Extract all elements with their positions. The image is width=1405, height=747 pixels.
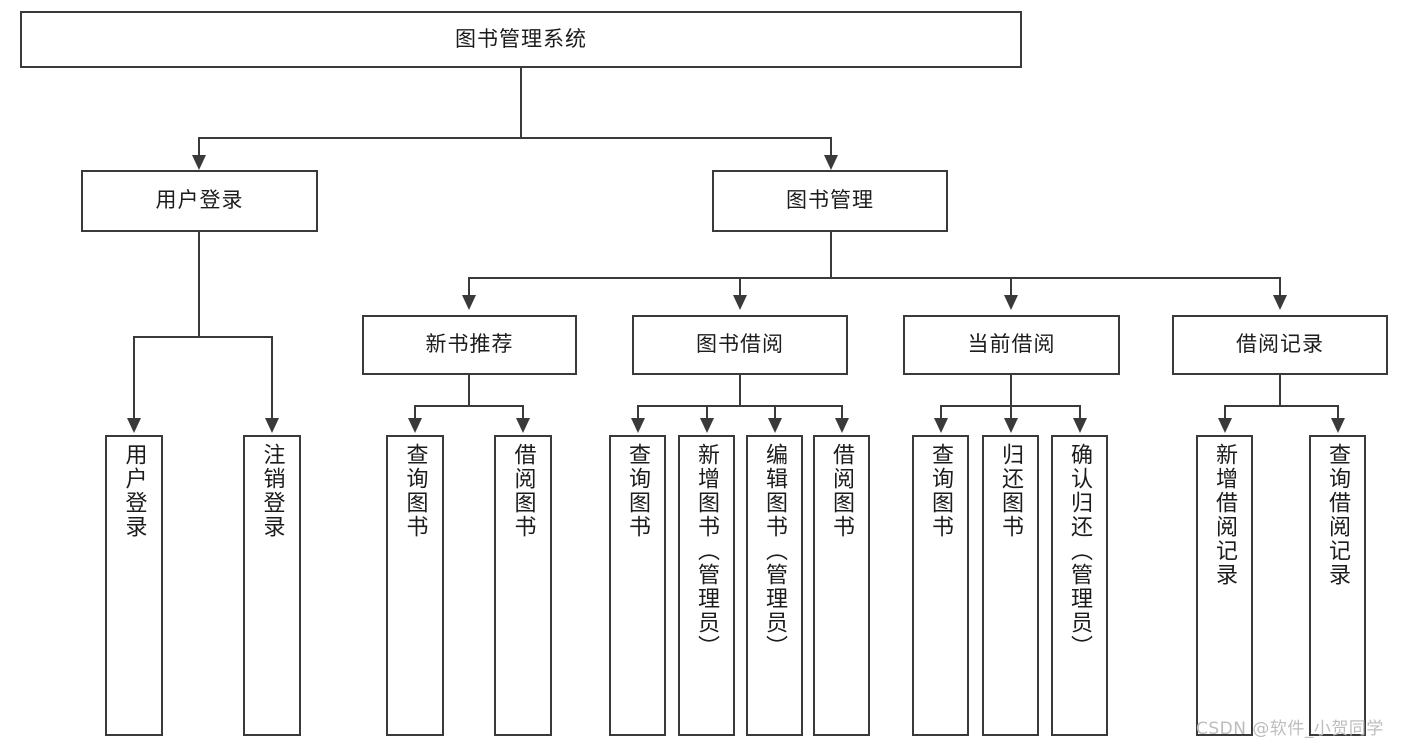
edge-bb-to-leaf-1 [637,405,639,419]
leaf-label: 借阅图书 [510,443,536,539]
leaf-label: 用户登录 [121,443,147,539]
edge-current-borrow-stem [1010,375,1012,407]
edge-book-management-bus [468,277,1280,279]
edge-root-to-user-login [198,137,200,157]
arrow-to-book-borrow [733,295,747,310]
edge-borrow-record-stem [1279,375,1281,407]
edge-user-login-bus [133,336,272,338]
leaf-query-borrow-record[interactable]: 查询借阅记录 [1309,435,1366,736]
node-label: 新书推荐 [425,332,514,357]
leaf-add-book-admin[interactable]: 新增图书（管理员） [678,435,735,736]
edge-book-borrow-stem [739,375,741,407]
leaf-label: 借阅图书 [829,443,855,539]
edge-root-bus [198,137,832,139]
node-label: 图书管理 [786,188,874,213]
arrow-to-current-borrow [1004,295,1018,310]
arrow-bb-leaf-1 [631,418,645,433]
edge-book-management-stem [830,232,832,278]
node-label: 图书管理系统 [455,26,587,51]
leaf-label: 查询图书 [402,443,428,539]
node-current-borrow[interactable]: 当前借阅 [903,315,1120,375]
edge-borrow-record-bus [1224,405,1339,407]
edge-user-login-to-leaf-2 [271,336,273,419]
edge-user-login-stem [198,232,200,337]
edge-cb-to-leaf-1 [940,405,942,419]
edge-cb-to-leaf-3 [1079,405,1081,419]
node-book-borrow[interactable]: 图书借阅 [632,315,848,375]
node-root-book-management-system[interactable]: 图书管理系统 [20,11,1022,68]
edge-book-borrow-bus [637,405,843,407]
arrow-cb-leaf-2 [1004,418,1018,433]
leaf-label: 查询图书 [928,443,954,539]
leaf-label: 新增图书（管理员） [694,443,720,659]
node-new-book-recommend[interactable]: 新书推荐 [362,315,577,375]
leaf-user-login[interactable]: 用户登录 [105,435,163,736]
arrow-cb-leaf-1 [934,418,948,433]
node-user-login[interactable]: 用户登录 [81,170,318,232]
node-label: 图书借阅 [696,332,784,357]
arrow-br-leaf-2 [1331,418,1345,433]
arrow-nbr-leaf-1 [408,418,422,433]
arrow-cb-leaf-3 [1073,418,1087,433]
edge-nbr-to-leaf-2 [522,405,524,419]
leaf-edit-book-admin[interactable]: 编辑图书（管理员） [746,435,803,736]
edge-root-to-book-management [830,137,832,157]
leaf-confirm-return-admin[interactable]: 确认归还（管理员） [1051,435,1108,736]
arrow-to-borrow-record [1273,295,1287,310]
leaf-query-book-recommend[interactable]: 查询图书 [386,435,444,736]
edge-cb-to-leaf-2 [1010,405,1012,419]
leaf-label: 归还图书 [998,443,1024,539]
edge-bb-to-leaf-2 [706,405,708,419]
edge-to-borrow-record [1279,277,1281,297]
arrow-nbr-leaf-2 [516,418,530,433]
node-label: 借阅记录 [1236,332,1324,357]
edge-to-new-book-recommend [468,277,470,297]
leaf-label: 查询图书 [625,443,651,539]
edge-new-book-recommend-bus [414,405,524,407]
leaf-label: 确认归还（管理员） [1067,443,1093,659]
leaf-label: 注销登录 [259,443,285,539]
leaf-query-book-current[interactable]: 查询图书 [912,435,969,736]
node-borrow-record[interactable]: 借阅记录 [1172,315,1388,375]
arrow-to-leaf-logout [265,418,279,433]
leaf-add-borrow-record[interactable]: 新增借阅记录 [1196,435,1253,736]
edge-bb-to-leaf-4 [841,405,843,419]
edge-nbr-to-leaf-1 [414,405,416,419]
edge-bb-to-leaf-3 [774,405,776,419]
edge-br-to-leaf-2 [1337,405,1339,419]
arrow-br-leaf-1 [1218,418,1232,433]
arrow-bb-leaf-4 [835,418,849,433]
watermark-csdn: CSDN @软件_小贺同学 [1196,719,1384,739]
leaf-return-book[interactable]: 归还图书 [982,435,1039,736]
arrow-to-book-management [824,155,838,170]
edge-user-login-to-leaf-1 [133,336,135,419]
edge-to-current-borrow [1010,277,1012,297]
leaf-label: 查询借阅记录 [1325,443,1351,587]
edge-br-to-leaf-1 [1224,405,1226,419]
arrow-bb-leaf-3 [768,418,782,433]
edge-new-book-recommend-stem [468,375,470,407]
edge-to-book-borrow [739,277,741,297]
node-book-management[interactable]: 图书管理 [712,170,948,232]
arrow-bb-leaf-2 [700,418,714,433]
edge-root-stem [520,68,522,138]
leaf-query-book-borrow[interactable]: 查询图书 [609,435,666,736]
leaf-logout[interactable]: 注销登录 [243,435,301,736]
leaf-borrow-book-recommend[interactable]: 借阅图书 [494,435,552,736]
arrow-to-new-book-recommend [462,295,476,310]
arrow-to-leaf-user-login [127,418,141,433]
leaf-borrow-book[interactable]: 借阅图书 [813,435,870,736]
node-label: 当前借阅 [967,332,1056,357]
arrow-to-user-login [192,155,206,170]
leaf-label: 新增借阅记录 [1212,443,1238,587]
leaf-label: 编辑图书（管理员） [762,443,788,659]
node-label: 用户登录 [155,188,244,213]
